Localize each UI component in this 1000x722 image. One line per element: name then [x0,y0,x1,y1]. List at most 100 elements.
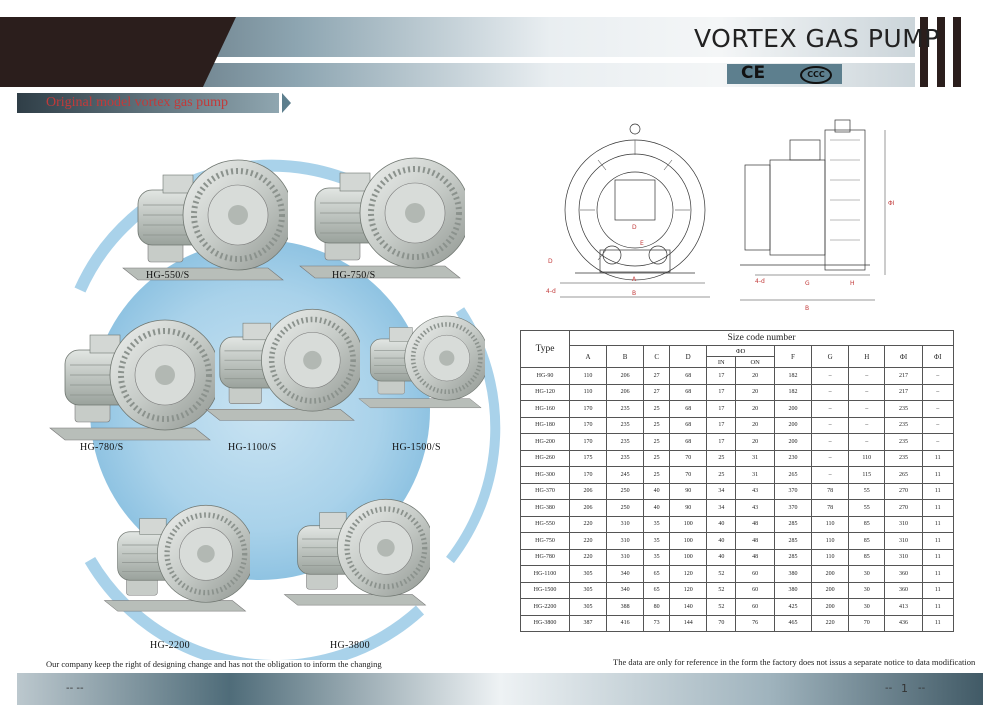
col-header: B [606,345,645,368]
value-cell: 30 [848,581,886,599]
value-cell: 235 [606,416,645,434]
value-cell: – [848,433,886,451]
value-cell: 17 [706,383,737,401]
value-cell: – [811,433,850,451]
value-cell: 11 [921,449,955,467]
value-cell: 11 [921,598,955,616]
value-cell: 250 [606,499,645,517]
disclaimer-right: The data are only for reference in the f… [613,657,976,667]
section-arrow-icon [282,93,291,113]
value-cell: 270 [884,482,923,500]
header-dark-block [0,17,236,87]
value-cell: – [921,367,955,385]
ccc-mark-icon: CCC [800,66,832,84]
value-cell: 200 [811,565,850,583]
value-cell: 20 [735,367,775,385]
value-cell: 85 [848,532,886,550]
value-cell: 11 [921,548,955,566]
value-cell: 206 [568,482,608,500]
value-cell: – [921,416,955,434]
value-cell: 340 [606,581,645,599]
drawing-label: B [805,305,809,312]
header-right-bars [915,17,1000,87]
value-cell: 80 [643,598,671,616]
value-cell: 235 [884,449,923,467]
value-cell: 35 [643,532,671,550]
value-cell: 70 [669,449,708,467]
value-cell: 305 [568,581,608,599]
value-cell: 110 [811,548,850,566]
front-view-drawing: D A B 4-d E D [546,123,710,298]
value-cell: 436 [884,614,923,632]
col-header: ON [735,356,775,368]
value-cell: 11 [921,565,955,583]
value-cell: 40 [706,548,737,566]
type-cell: HG-160 [520,400,570,418]
value-cell: 40 [706,532,737,550]
value-cell: 360 [884,581,923,599]
value-cell: 25 [643,466,671,484]
value-cell: 310 [884,515,923,533]
value-cell: 17 [706,433,737,451]
value-cell: 200 [811,581,850,599]
value-cell: 90 [669,482,708,500]
section-tab [17,93,279,113]
value-cell: 40 [643,482,671,500]
value-cell: – [811,416,850,434]
value-cell: 182 [773,367,813,385]
value-cell: 65 [643,565,671,583]
value-cell: 265 [884,466,923,484]
value-cell: 115 [848,466,886,484]
value-cell: 305 [568,598,608,616]
value-cell: 310 [884,532,923,550]
value-cell: 140 [669,598,708,616]
value-cell: 100 [669,532,708,550]
value-cell: – [848,416,886,434]
drawing-label: D [632,224,637,231]
ce-mark-icon: CE [741,63,766,83]
value-cell: 20 [735,433,775,451]
value-cell: 11 [921,532,955,550]
pump-label: HG-1100/S [228,442,277,453]
value-cell: – [811,367,850,385]
value-cell: 100 [669,515,708,533]
value-cell: – [921,383,955,401]
value-cell: 235 [606,433,645,451]
value-cell: 68 [669,367,708,385]
value-cell: 52 [706,565,737,583]
col-header: F [773,345,813,368]
value-cell: 182 [773,383,813,401]
value-cell: 25 [643,449,671,467]
value-cell: 40 [706,515,737,533]
value-cell: 25 [643,400,671,418]
value-cell: 25 [643,433,671,451]
value-cell: 68 [669,400,708,418]
pump-image-hg-3800 [280,480,430,620]
value-cell: 68 [669,416,708,434]
value-cell: – [811,466,850,484]
type-cell: HG-1100 [520,565,570,583]
value-cell: 25 [706,466,737,484]
value-cell: 78 [811,482,850,500]
pump-label: HG-780/S [80,442,124,453]
value-cell: 217 [884,383,923,401]
value-cell: 20 [735,416,775,434]
value-cell: 11 [921,499,955,517]
value-cell: 31 [735,466,775,484]
type-cell: HG-550 [520,515,570,533]
value-cell: 206 [568,499,608,517]
type-cell: HG-1500 [520,581,570,599]
value-cell: 17 [706,367,737,385]
value-cell: 55 [848,499,886,517]
drawing-label: A [632,276,637,283]
type-cell: HG-120 [520,383,570,401]
value-cell: 285 [773,532,813,550]
value-cell: 235 [606,449,645,467]
value-cell: 25 [706,449,737,467]
value-cell: 17 [706,400,737,418]
